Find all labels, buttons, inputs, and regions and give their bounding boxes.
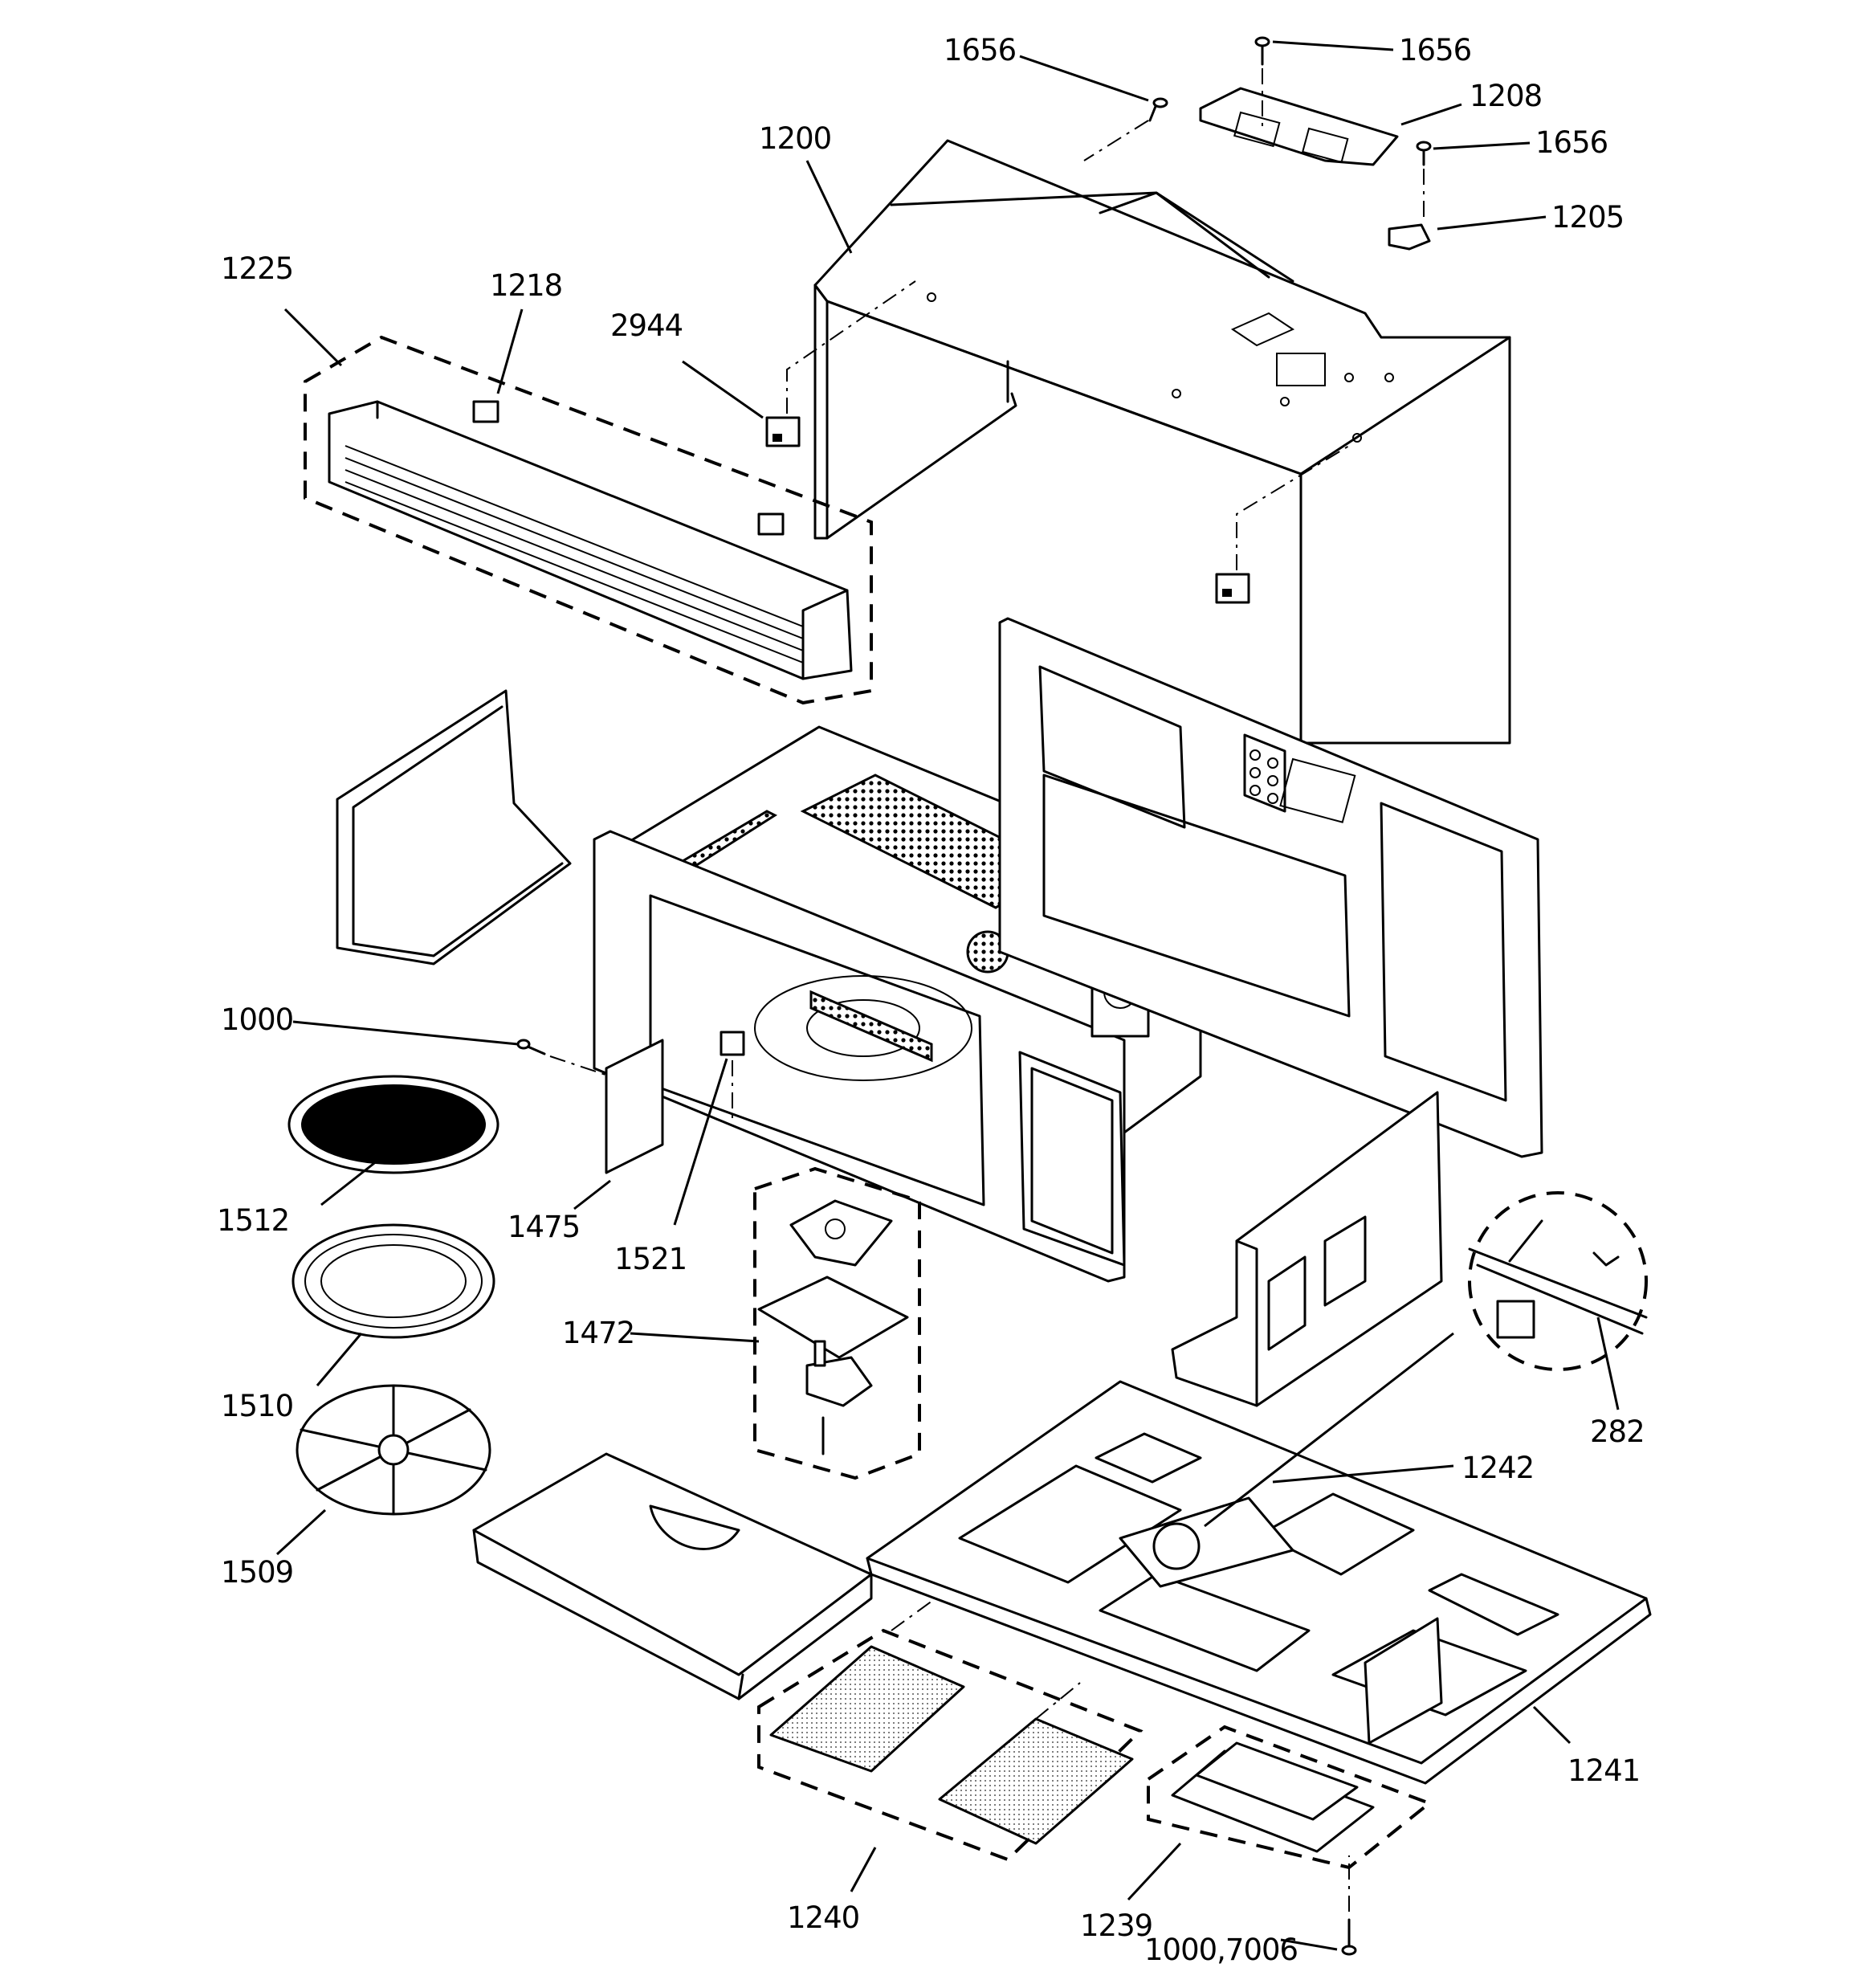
vent-grille [328,400,853,680]
label-1512: 1512 [217,1203,289,1238]
label-1218: 1218 [490,268,562,303]
label-1656-right: 1656 [1535,125,1608,160]
clip-2944 [765,416,801,447]
cover-1475 [605,1039,664,1174]
roller-tray-1510 [291,1223,495,1339]
clip-2944-right [1215,573,1250,604]
switch-1521 [720,1031,745,1056]
clip-1218-b [757,512,785,536]
screw-icon [1341,1918,1357,1956]
label-1521: 1521 [614,1242,687,1276]
label-1241: 1241 [1567,1753,1640,1788]
charcoal-group-outline [1147,1725,1433,1870]
label-1000: 1000 [221,1002,293,1037]
label-1000-7006: 1000,7006 [1144,1933,1298,1967]
outer-case [813,139,1511,745]
detail-callout-282 [1468,1191,1648,1371]
charcoal-filter [1171,1741,1375,1853]
grease-filter-2 [938,1717,1134,1845]
lower-tray [472,1452,873,1700]
label-2944: 2944 [610,308,683,343]
screw-icon [1148,97,1168,122]
label-1475: 1475 [508,1210,580,1244]
filter-group-outline [757,1628,1143,1862]
label-1472: 1472 [562,1316,634,1350]
label-282: 282 [1590,1414,1645,1449]
label-1656-left: 1656 [944,33,1016,67]
motor-group-outline [753,1166,921,1480]
label-1225: 1225 [221,251,293,286]
bracket-1205 [1388,223,1431,251]
bottom-plate [866,1380,1652,1785]
screw-icon [516,1039,546,1055]
grille-group-outline [304,335,873,705]
side-panel [336,689,572,965]
motor-assembly [757,1199,909,1455]
grease-filter [769,1645,965,1773]
label-1239: 1239 [1080,1908,1152,1943]
label-1242: 1242 [1461,1451,1534,1485]
side-shield [1171,1091,1443,1407]
screw-icon [1416,141,1432,166]
label-1208: 1208 [1470,79,1542,113]
back-panel [998,617,1543,1158]
screw-icon [1254,36,1270,66]
label-1205: 1205 [1551,200,1624,235]
label-1510: 1510 [221,1389,293,1423]
label-1656-top: 1656 [1399,33,1471,67]
roller-ring-1509 [296,1384,491,1516]
label-1200: 1200 [759,121,831,156]
leader-lines [275,40,1620,1951]
label-1509: 1509 [221,1555,293,1590]
top-plate-1208 [1199,87,1399,166]
clip-1218 [472,400,499,423]
label-1240: 1240 [787,1900,859,1935]
glass-tray-1512 [287,1075,499,1174]
